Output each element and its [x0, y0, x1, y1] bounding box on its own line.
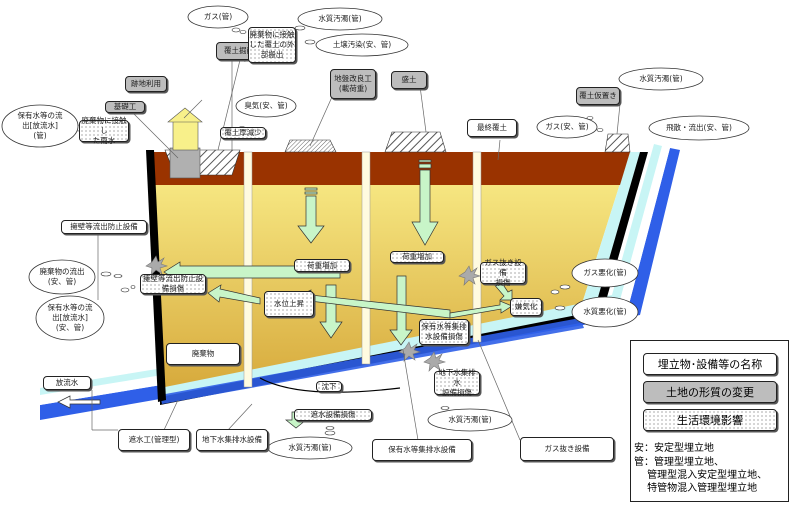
name-final-cover: 最終覆土: [467, 119, 517, 137]
impact-load-increase: 荷重増加: [294, 259, 350, 272]
damage-bursts: [145, 255, 482, 372]
impact-clouds: [1, 5, 750, 460]
legend-impact-box: 生活環境影響: [643, 409, 777, 431]
cloud-shape: [267, 436, 353, 460]
name-gas-vent: ガス抜き設備: [520, 437, 614, 461]
impact-gas-vent-damage: ガス抜き設備 損傷: [480, 258, 526, 287]
name-leachate-drain: 保有水等集排水設備: [372, 439, 472, 461]
impact-cover-reduction: 覆土厚減少: [220, 127, 266, 139]
ground-improvement-mound: [284, 139, 337, 153]
name-waste: 廃棄物: [166, 343, 240, 365]
cloud-shape: [1, 104, 79, 148]
impact-leachate-damage: 保有水等集排 水設備損傷: [419, 319, 469, 345]
cloud-leachate-discharge-left: 保有水等の流 出[放流水] (安、管): [47, 303, 93, 332]
cloud-water-pollution-bottom: 水質汚濁(管): [288, 443, 332, 452]
cloud-shape: [297, 7, 383, 31]
cloud-water-pollution-right: 水質汚濁(管): [639, 74, 683, 83]
load-arrows: [57, 159, 513, 429]
impact-anaerobic: 嫌気化: [510, 298, 542, 316]
cloud-gas-kan: ガス(管): [203, 12, 233, 21]
burst-icon: [145, 255, 169, 276]
house-icon: [172, 119, 199, 151]
cloud-shape: [35, 295, 105, 341]
down-arrow-icon: [297, 195, 325, 244]
change-embankment: 盛土: [391, 71, 427, 89]
gas-vent-pipe: [472, 151, 482, 343]
gas-vent-pipe: [361, 151, 371, 365]
name-impermeable-work: 遮水工(管理型): [118, 429, 190, 451]
down-arrow-icon: [319, 284, 343, 339]
settlement-curve: [259, 377, 401, 393]
impact-load-increase: 荷重増加: [390, 251, 444, 263]
cloud-shape: [571, 258, 639, 288]
change-temp-soil-storage: 覆土仮置き: [576, 87, 620, 105]
cloud-gas-worsen: ガス悪化(管): [583, 268, 627, 277]
impact-gw-damage: 地下水集排水 設備損傷: [434, 368, 480, 397]
legend: 埋立物･設備等の名称 土地の形質の変更 生活環境影響 安：安定型埋立地 管：管理…: [630, 340, 789, 502]
legend-change-box: 土地の形質の変更: [643, 381, 777, 403]
cloud-shape: [618, 67, 704, 91]
legend-note-kan: 管：管理型埋立地、 管理型混入安定型埋立地、 特管物混入管理型埋立地: [634, 457, 768, 494]
cloud-shape: [427, 408, 513, 432]
impact-exposed-soil: 廃棄物に接触 した覆土の外 部搬出: [248, 27, 296, 63]
cloud-odor: 臭気(安、管): [244, 101, 288, 110]
name-retaining-wall-facility: 擁壁等流出防止設備: [61, 220, 147, 234]
change-site-use: 跡地利用: [125, 76, 167, 92]
cloud-scatter-outflow: 飛散・流出(安、管): [666, 123, 732, 132]
cloud-waste-outflow: 廃棄物の流出 (安、管): [39, 267, 85, 286]
impact-settlement: 沈下: [316, 381, 342, 392]
burst-icon: [398, 341, 422, 362]
cloud-water-pollution-top: 水質汚濁(管): [318, 14, 362, 23]
cloud-shape: [571, 296, 639, 328]
change-ground-improvement: 地盤改良工 (載荷重): [330, 69, 376, 99]
cloud-soil-pollution: 土壌汚染(安、管): [332, 40, 392, 49]
name-discharge-water: 放流水: [43, 376, 91, 390]
waste-body: [150, 152, 630, 395]
house-roof-icon: [167, 107, 203, 123]
down-arrow-icon: [411, 169, 439, 246]
temp-storage-mound: [604, 133, 631, 153]
cloud-water-pollution-mid: 水質汚濁(管): [448, 415, 492, 424]
impact-water-rise: 水位上昇: [264, 291, 314, 317]
cloud-shape: [235, 94, 297, 118]
discharge-arrow-icon: [57, 395, 101, 409]
cloud-water-worsen: 水質悪化(管): [583, 307, 627, 316]
cloud-shape: [28, 259, 96, 295]
name-groundwater-drain: 地下水集排水設備: [196, 429, 268, 451]
impact-liner-damage: 遮水設備損傷: [294, 409, 372, 421]
burst-icon: [423, 351, 447, 372]
impact-wall-damage: 擁壁等流出防止設 備損傷: [140, 274, 206, 294]
cloud-shape: [536, 115, 598, 139]
cloud-shape: [315, 33, 409, 57]
impact-rain-contact: 廃棄物に接触し た雨水: [79, 116, 129, 145]
cover-soil: [150, 152, 630, 185]
left-arrow-icon: [207, 284, 261, 305]
change-foundation-work: 基礎工: [105, 101, 145, 113]
cloud-shape: [648, 115, 750, 141]
embankment-mound: [384, 131, 447, 153]
legend-note-an: 安：安定型埋立地: [634, 443, 714, 454]
cloud-leachate-discharge-top: 保有水等の流 出[放流水] (管): [17, 111, 63, 140]
cloud-gas-an-kan: ガス(安、管): [545, 122, 589, 131]
burst-icon: [458, 265, 482, 286]
cloud-shape: [187, 5, 249, 29]
leader-lines: [91, 57, 621, 441]
right-arrow-icon: [449, 300, 513, 319]
legend-name-box: 埋立物･設備等の名称: [643, 353, 777, 375]
foundation-block: [169, 147, 201, 179]
